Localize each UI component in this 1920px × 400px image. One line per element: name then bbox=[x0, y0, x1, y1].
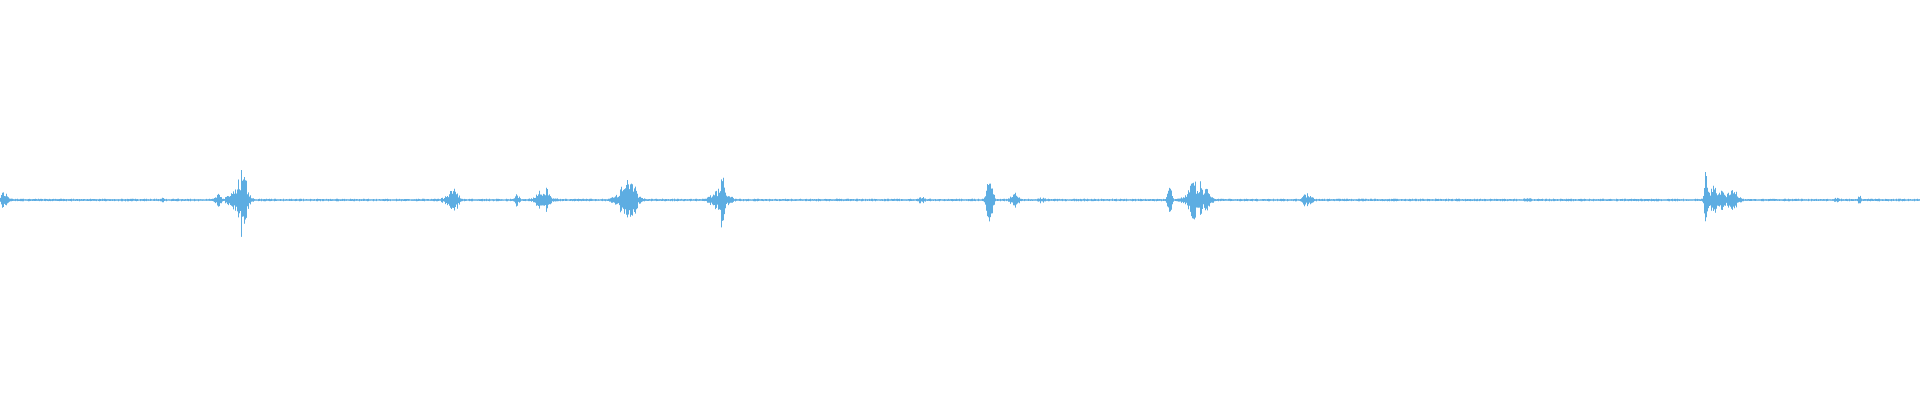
waveform-path bbox=[0, 170, 1920, 237]
